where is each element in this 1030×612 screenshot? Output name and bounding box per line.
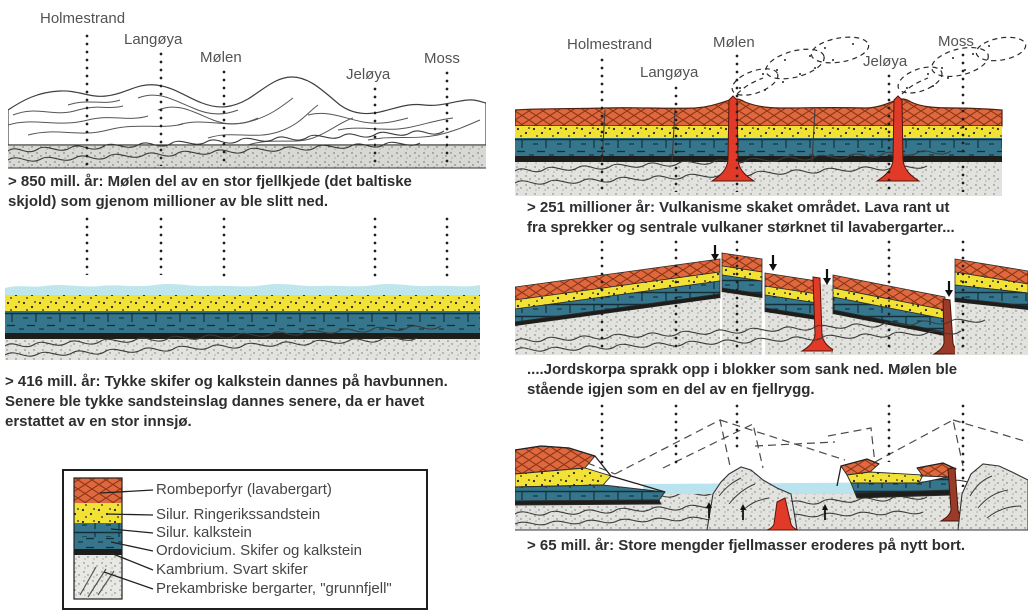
fault-block — [764, 272, 818, 355]
legend-swatch-skifer-kalkstein — [74, 537, 122, 549]
limestone-layer — [515, 138, 1002, 148]
eroded-ghost-outline — [574, 419, 1028, 475]
shale-limestone-layer — [5, 323, 480, 333]
ash-specks-1 — [739, 43, 854, 91]
right-basement-hill — [957, 463, 1028, 531]
caption-850-mill-ar: > 850 mill. år: Mølen del av en stor fje… — [8, 173, 412, 210]
location-label-jeloya: Jeløya — [346, 66, 391, 83]
smoke-plume-2 — [897, 36, 1027, 95]
location-label-jeloya: Jeløya — [863, 53, 908, 70]
sea-water-layer — [5, 284, 480, 296]
basement-band — [8, 130, 486, 169]
location-marker-line — [445, 215, 449, 277]
legend-item-kambrium: Kambrium. Svart skifer — [156, 561, 308, 578]
panel-850-illustration — [8, 76, 486, 169]
fault-block — [954, 258, 1028, 355]
location-marker-line — [887, 72, 891, 192]
location-label-moss: Moss — [938, 33, 974, 50]
fold-lines — [8, 94, 481, 146]
location-label-molen: Mølen — [713, 34, 755, 51]
location-label-langoya: Langøya — [124, 31, 183, 48]
legend-item-silur-kalkstein: Silur. kalkstein — [156, 524, 252, 541]
location-label-holmestrand: Holmestrand — [567, 36, 653, 53]
location-marker-line — [600, 56, 604, 192]
location-marker-line — [887, 402, 891, 462]
legend-swatch-svart-skifer — [74, 549, 122, 555]
location-marker-line — [159, 215, 163, 275]
caption-416-mill-ar: > 416 mill. år: Tykke skifer og kalkstei… — [5, 373, 448, 430]
location-marker-line — [887, 238, 891, 352]
location-marker-line — [222, 215, 226, 277]
legend-swatch-kalkstein — [74, 523, 122, 537]
legend-swatch-rombeporfyr — [74, 478, 122, 503]
legend-strata-column — [73, 477, 154, 600]
strata-layers — [5, 295, 480, 360]
location-label-langoya: Langøya — [640, 64, 699, 81]
location-marker-line — [373, 215, 377, 277]
panel-65-illustration — [515, 419, 1028, 531]
legend-item-rombeporfyr: Rombeporfyr (lavabergart) — [156, 481, 332, 498]
location-label-molen: Mølen — [200, 49, 242, 66]
location-marker-line — [674, 84, 678, 192]
location-label-holmestrand: Holmestrand — [40, 10, 126, 27]
location-marker-line — [735, 52, 739, 192]
location-marker-line — [600, 238, 604, 352]
sandstone-layer — [515, 126, 1002, 138]
panel-416-illustration — [5, 284, 480, 360]
panel-faulting-illustration — [515, 245, 1028, 355]
location-marker-line — [159, 50, 163, 166]
caption-251-mill-ar: > 251 millioner år: Vulkanisme skaket om… — [527, 199, 955, 236]
legend-item-prekambriske: Prekambriske bergarter, "grunnfjell" — [156, 580, 392, 597]
location-marker-line — [674, 238, 678, 352]
location-marker-line — [735, 238, 739, 352]
tilted-strata-remnant — [836, 458, 957, 499]
location-marker-line — [85, 32, 89, 166]
rombeporfyr-layer — [515, 98, 1003, 127]
subsidence-arrow-icon — [711, 245, 953, 297]
fault-block — [721, 252, 763, 355]
legend-box: Rombeporfyr (lavabergart) Silur. Ringeri… — [62, 469, 428, 610]
black-shale-layer — [5, 333, 480, 339]
basement-layer — [5, 339, 480, 360]
strata-layers — [515, 98, 1003, 196]
legend-item-ringerikssandstein: Silur. Ringerikssandstein — [156, 506, 321, 523]
location-marker-line — [85, 215, 89, 275]
legend-item-ordovicium: Ordovicium. Skifer og kalkstein — [156, 542, 362, 559]
location-label-moss: Moss — [424, 50, 460, 67]
location-marker-line — [961, 238, 965, 352]
tilted-strata-remnant — [515, 445, 666, 506]
central-basement-hill — [706, 466, 798, 531]
sandstone-layer — [5, 295, 480, 311]
caption-65-mill-ar: > 65 mill. år: Store mengder fjellmasser… — [527, 537, 966, 554]
lava-conduit — [766, 497, 799, 531]
legend-swatch-sandstein — [74, 503, 122, 523]
location-marker-line — [373, 85, 377, 166]
smoke-plume-1 — [731, 36, 870, 96]
location-marker-line — [961, 402, 965, 487]
location-marker-line — [961, 51, 965, 192]
location-marker-line — [445, 69, 449, 166]
caption-faulting: ....Jordskorpa sprakk opp i blokker som … — [527, 361, 958, 398]
location-marker-line — [222, 68, 226, 166]
panel-251-illustration — [515, 36, 1027, 196]
location-marker-line — [735, 402, 739, 450]
shale-limestone-layer — [515, 148, 1002, 156]
limestone-layer — [5, 311, 480, 323]
location-marker-line — [674, 402, 678, 466]
legend-leader-lines — [99, 489, 154, 590]
mountain-ridge — [8, 76, 486, 146]
fault-block — [515, 258, 721, 355]
location-marker-line — [600, 402, 604, 466]
uplift-arrow-icon — [706, 502, 828, 520]
